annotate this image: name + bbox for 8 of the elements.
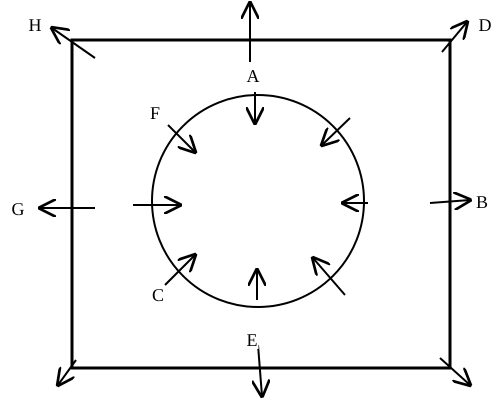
point-label: A [246, 67, 260, 85]
point-label: C [151, 286, 165, 304]
point-label: B [475, 193, 489, 211]
point-label: F [149, 104, 161, 122]
point-label: G [10, 200, 26, 218]
point-label: H [28, 16, 42, 34]
point-label: D [478, 16, 492, 34]
point-label: E [246, 331, 258, 349]
